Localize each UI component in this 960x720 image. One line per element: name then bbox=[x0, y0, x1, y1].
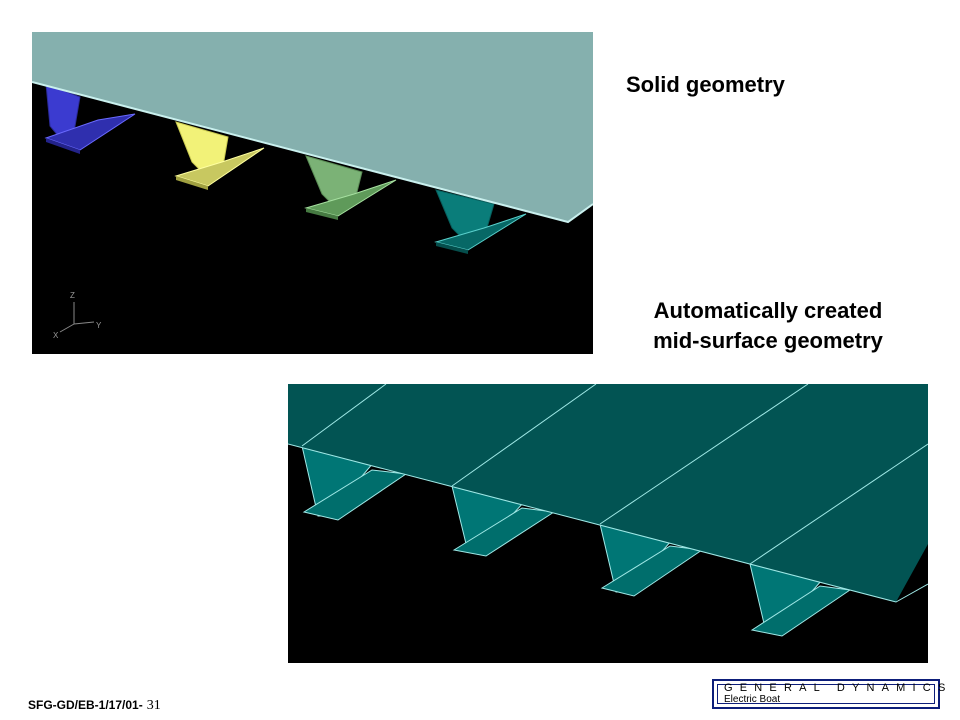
solid-geometry-viewport: Z Y X bbox=[32, 32, 593, 354]
general-dynamics-logo: GENERAL DYNAMICS Electric Boat bbox=[712, 679, 945, 709]
solid-geometry-caption: Solid geometry bbox=[626, 72, 785, 97]
mid-stiffener-3 bbox=[599, 523, 704, 597]
mid-surface-caption-line1: Automatically created bbox=[653, 298, 883, 323]
footer-code-text: SFG-GD/EB-1/17/01- bbox=[28, 698, 143, 712]
logo-division-name: Electric Boat bbox=[724, 694, 781, 705]
mid-surface-viewport bbox=[288, 384, 928, 663]
axis-triad: Z Y X bbox=[53, 291, 102, 340]
axis-y-label: Y bbox=[96, 321, 102, 330]
logo-company-name: GENERAL DYNAMICS bbox=[724, 682, 953, 694]
footer-code: SFG-GD/EB-1/17/01-31 bbox=[28, 698, 161, 714]
mid-surface-caption: Automatically created mid-surface geomet… bbox=[600, 296, 936, 356]
stiffener-blue bbox=[44, 83, 136, 154]
stiffener-teal bbox=[434, 189, 527, 254]
solid-plate bbox=[32, 32, 593, 222]
page-number: 31 bbox=[146, 698, 161, 713]
axis-x-label: X bbox=[53, 331, 59, 340]
mid-stiffener-4 bbox=[749, 563, 852, 637]
stiffener-green bbox=[304, 155, 397, 220]
mid-plate bbox=[288, 384, 928, 602]
mid-stiffener-1 bbox=[301, 445, 408, 521]
logo-inner-border bbox=[717, 684, 935, 704]
mid-surface-render bbox=[288, 384, 928, 637]
solid-geometry-render: Z Y X bbox=[32, 32, 593, 340]
stiffener-yellow bbox=[174, 121, 265, 190]
mid-surface-caption-line2: mid-surface geometry bbox=[653, 328, 883, 353]
axis-z-label: Z bbox=[70, 291, 75, 300]
mid-stiffener-2 bbox=[451, 485, 556, 557]
mid-plate-edges bbox=[288, 384, 928, 603]
